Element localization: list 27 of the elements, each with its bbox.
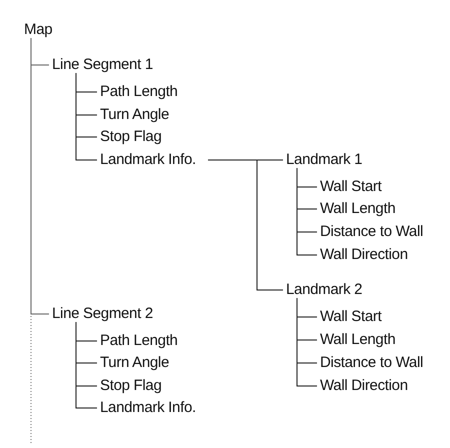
tree-connector xyxy=(76,322,98,408)
tree-item-label: Wall Direction xyxy=(320,246,408,263)
tree-connector xyxy=(30,38,50,314)
tree-item-label: Wall Start xyxy=(320,178,382,195)
tree-item-label: Landmark 2 xyxy=(286,281,362,298)
tree-item-label: Wall Start xyxy=(320,308,382,325)
tree-item-label: Path Length xyxy=(100,332,178,349)
tree-item-label: Wall Direction xyxy=(320,377,408,394)
tree-connector xyxy=(76,72,98,160)
tree-item-label: Stop Flag xyxy=(100,377,162,394)
tree-item-label: Turn Angle xyxy=(100,106,169,123)
tree-item-label: Stop Flag xyxy=(100,128,162,145)
tree-item-label: Wall Length xyxy=(320,331,396,348)
tree-item-label: Distance to Wall xyxy=(320,223,424,240)
tree-connector xyxy=(208,160,284,290)
tree-item-label: Landmark Info. xyxy=(100,399,196,416)
tree-item-label: Map xyxy=(24,21,52,38)
tree-item-label: Turn Angle xyxy=(100,354,169,371)
tree-item-label: Distance to Wall xyxy=(320,354,424,371)
tree-connector xyxy=(296,168,318,256)
tree-connector xyxy=(296,298,318,386)
tree-item-label: Line Segment 2 xyxy=(52,305,153,322)
tree-item-label: Landmark Info. xyxy=(100,151,196,168)
tree-item-label: Wall Length xyxy=(320,200,396,217)
tree-item-label: Landmark 1 xyxy=(286,151,362,168)
tree-item-label: Line Segment 1 xyxy=(52,56,153,73)
tree-item-label: Path Length xyxy=(100,83,178,100)
